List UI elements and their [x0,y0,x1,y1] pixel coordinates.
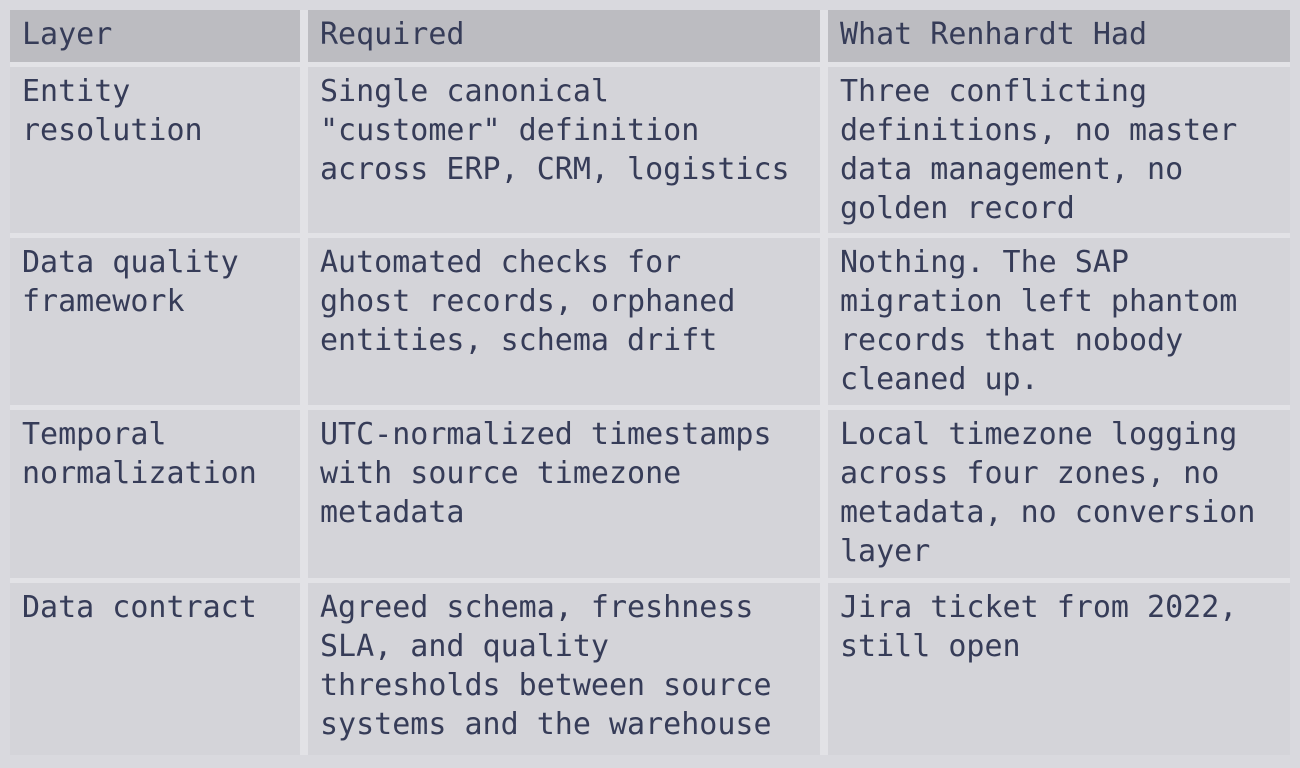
cell-row2-required: Automated checks for ghost records, orph… [308,238,820,405]
cell-row4-layer: Data contract [10,583,300,755]
cell-row1-required: Single canonical "customer" definition a… [308,67,820,233]
cell-row3-required: UTC-normalized timestamps with source ti… [308,410,820,578]
comparison-table: Layer Required What Renhardt Had Entity … [10,10,1290,755]
cell-row3-layer: Temporal normalization [10,410,300,578]
column-header-required: Required [308,10,820,62]
cell-row4-required: Agreed schema, freshness SLA, and qualit… [308,583,820,755]
cell-row3-had: Local timezone logging across four zones… [828,410,1290,578]
cell-row4-had: Jira ticket from 2022, still open [828,583,1290,755]
cell-row2-layer: Data quality framework [10,238,300,405]
cell-row2-had: Nothing. The SAP migration left phantom … [828,238,1290,405]
column-header-layer: Layer [10,10,300,62]
column-header-had: What Renhardt Had [828,10,1290,62]
cell-row1-layer: Entity resolution [10,67,300,233]
cell-row1-had: Three conflicting definitions, no master… [828,67,1290,233]
